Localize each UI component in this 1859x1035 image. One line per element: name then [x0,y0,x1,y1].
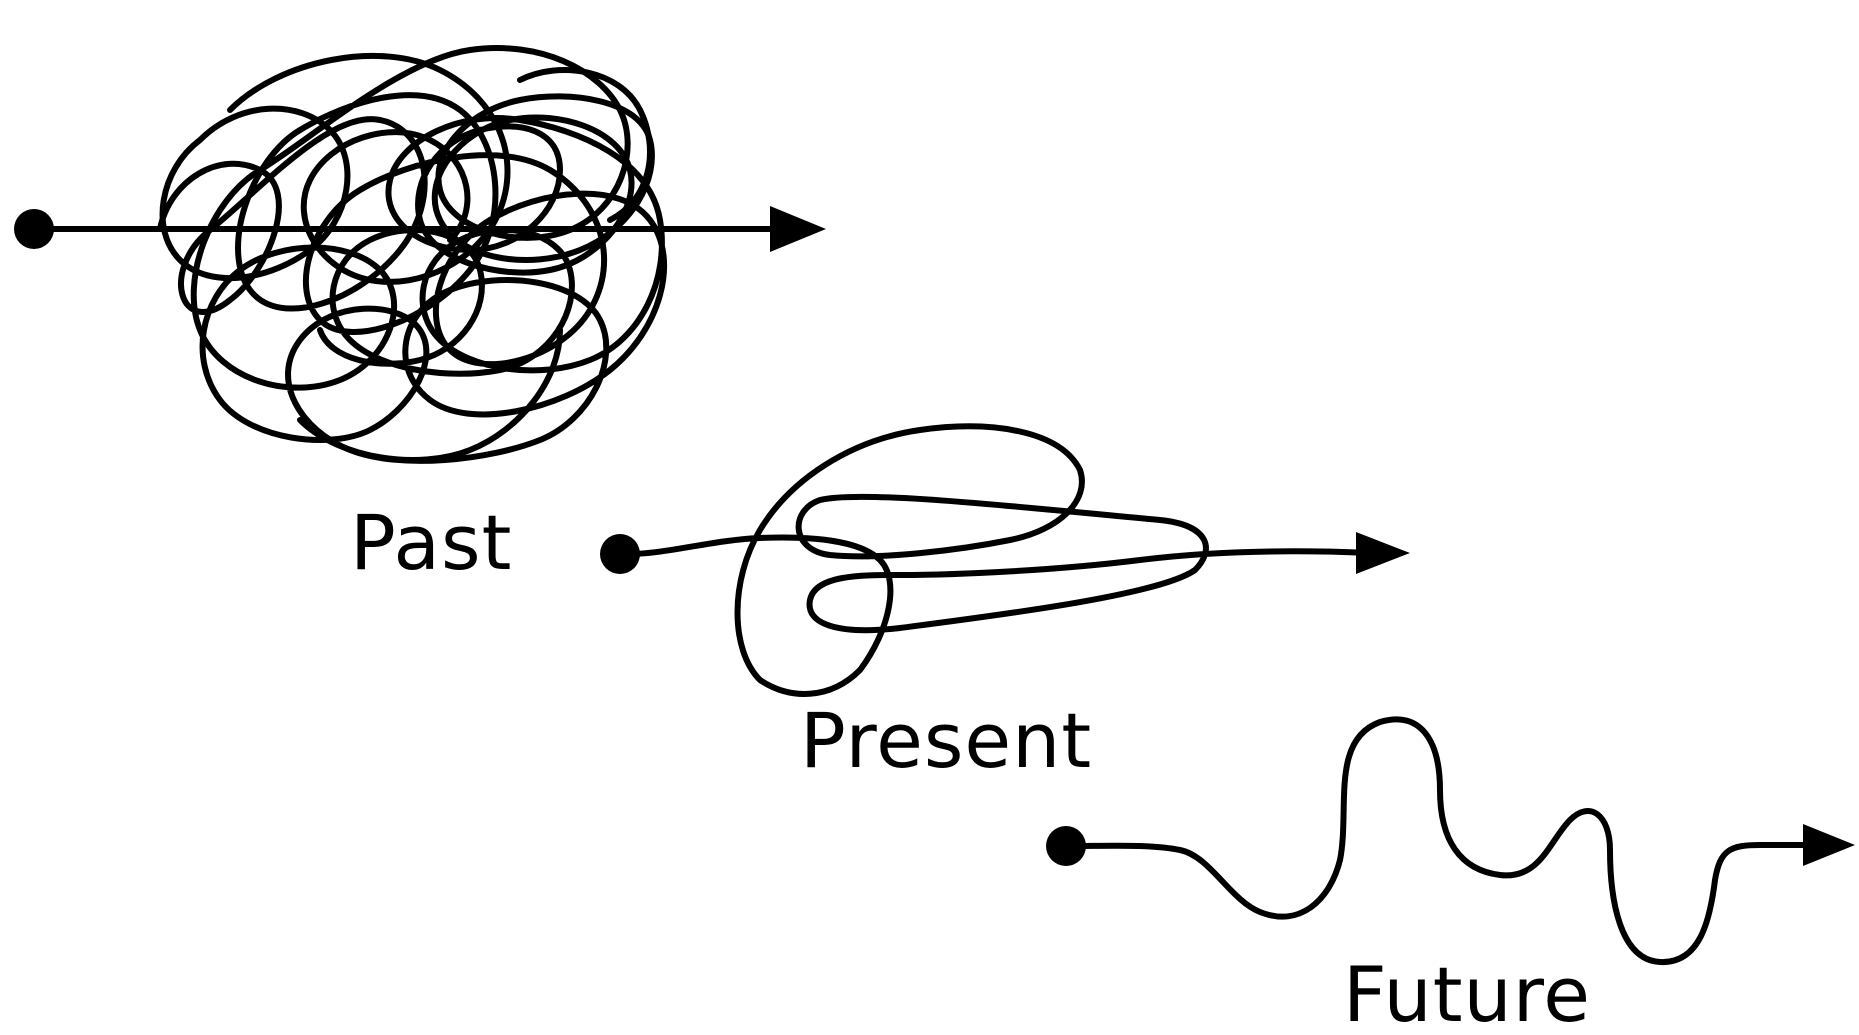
past-label: Past [350,498,513,587]
future-arrow-head [1803,824,1855,866]
present-arrow-head [1356,532,1410,574]
future-line [1063,716,1823,966]
present-line [617,423,1373,697]
future-label: Future [1343,950,1592,1035]
future-path [1063,716,1855,966]
past-tangle-outer [159,52,653,463]
past-tangle [157,45,667,464]
past-path [31,45,826,464]
past-arrow-head [770,206,826,252]
future-start-dot [1046,826,1086,866]
past-start-dot [14,209,54,249]
present-label: Present [800,696,1093,785]
present-start-dot [600,534,640,574]
present-path [617,423,1410,697]
